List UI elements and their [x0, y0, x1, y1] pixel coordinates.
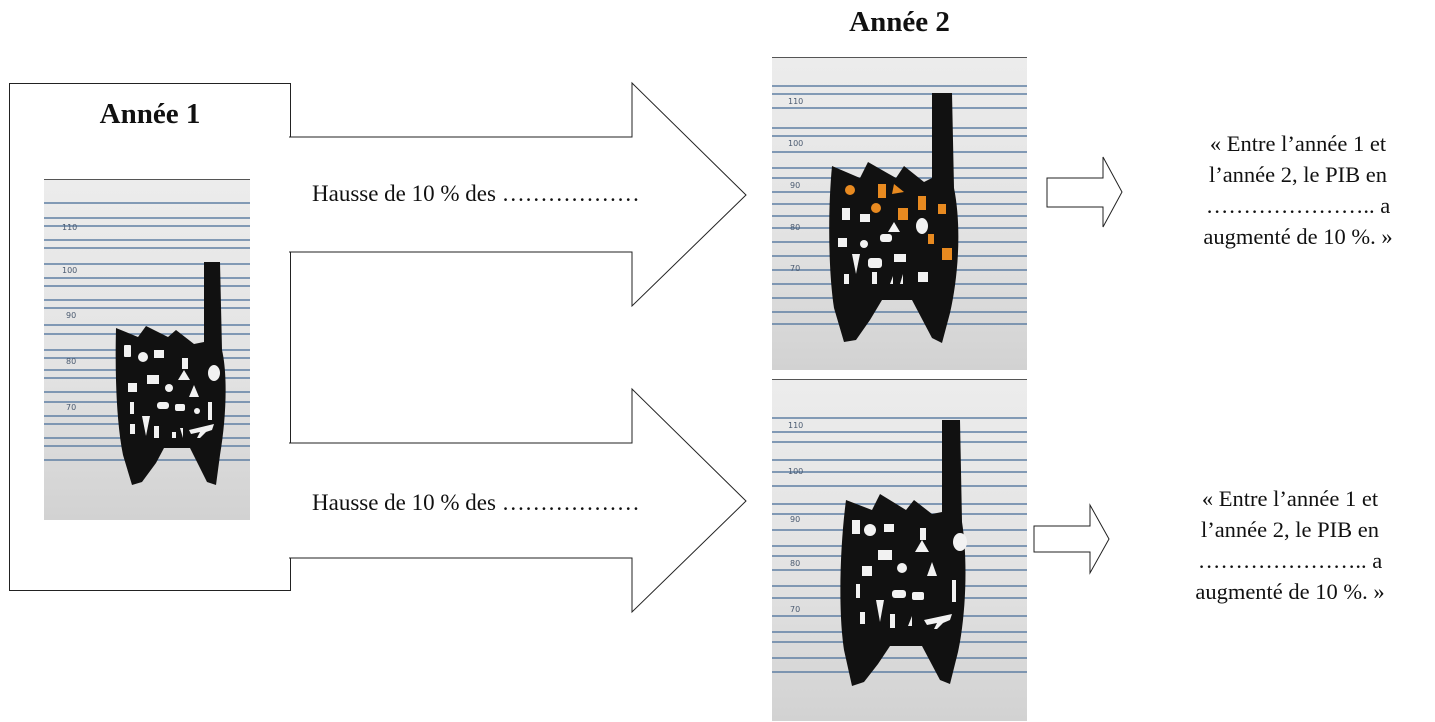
quote-line: augmenté de 10 %. »	[1195, 579, 1385, 604]
year2-factory-image-bottom: 110 100 90 80 70	[772, 379, 1027, 721]
result-arrow-bottom	[1033, 503, 1110, 575]
scale-label: 70	[66, 403, 76, 412]
quote-line: l’année 2, le PIB en	[1200, 517, 1380, 542]
scale-label: 80	[790, 559, 800, 568]
quote-top: « Entre l’année 1 et l’année 2, le PIB e…	[1166, 128, 1430, 252]
arrow-shape-top	[289, 81, 747, 308]
scale-label: 90	[790, 181, 800, 190]
year2-title: Année 2	[849, 6, 950, 38]
product-icons-highlighted	[845, 184, 952, 260]
product-icons	[838, 208, 928, 284]
year1-title: Année 1	[99, 98, 201, 130]
quote-line: ………………….. a	[1197, 548, 1383, 573]
quote-line: l’année 2, le PIB en	[1208, 162, 1388, 187]
scale-label: 90	[790, 515, 800, 524]
quote-line: « Entre l’année 1 et	[1209, 131, 1387, 156]
arrow-label-top: Hausse de 10 % des ………………	[312, 181, 640, 206]
scale-label: 70	[790, 264, 800, 273]
scale-label: 70	[790, 605, 800, 614]
scale-label: 80	[790, 223, 800, 232]
factory-illustration-year2-top: 110 100 90 80 70	[772, 85, 1027, 343]
result-arrow-top	[1046, 156, 1123, 228]
scale-label: 110	[788, 97, 803, 106]
scale-label: 100	[62, 266, 77, 275]
scale-label: 110	[788, 421, 803, 430]
scale-label: 80	[66, 357, 76, 366]
quote-line: augmenté de 10 %. »	[1203, 224, 1393, 249]
factory-illustration-year1: 110 100 90 80 70	[44, 202, 250, 485]
scale-label: 90	[66, 311, 76, 320]
factory-illustration-year2-bottom: 110 100 90 80 70	[772, 417, 1027, 686]
year1-factory-image: 110 100 90 80 70	[44, 179, 250, 520]
quote-bottom: « Entre l’année 1 et l’année 2, le PIB e…	[1158, 483, 1422, 607]
product-icons	[124, 345, 220, 438]
quote-line: « Entre l’année 1 et	[1201, 486, 1379, 511]
scale-label: 100	[788, 139, 803, 148]
year1-frame: Année 1 110 100 90 80 70	[9, 83, 291, 591]
arrow-shape-bottom	[289, 387, 747, 614]
scale-label: 100	[788, 467, 803, 476]
year2-factory-image-top: 110 100 90 80 70	[772, 57, 1027, 370]
quote-line: ………………….. a	[1205, 193, 1391, 218]
product-icons	[852, 520, 967, 629]
arrow-label-bottom: Hausse de 10 % des ………………	[312, 490, 640, 515]
scale-label: 110	[62, 223, 77, 232]
